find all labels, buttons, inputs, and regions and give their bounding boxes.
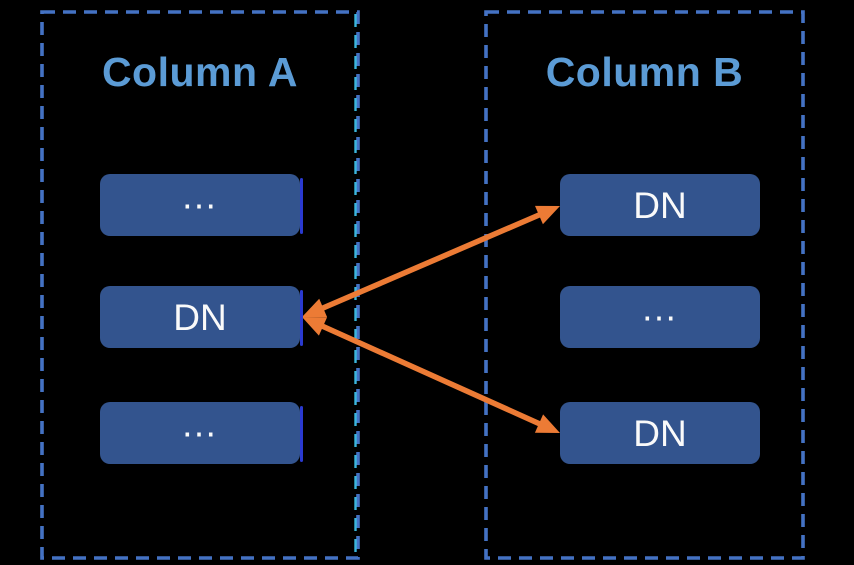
column-b-box-ellipsis-middle: …	[560, 286, 760, 348]
column-a-box-dn: DN	[100, 286, 303, 348]
arrow-a-dn-to-b-dn-top	[302, 205, 560, 318]
arrowhead-right-icon	[535, 205, 560, 225]
box-label: DN	[173, 296, 227, 338]
column-b-dashed-frame	[484, 10, 805, 560]
column-a-title: Column A	[101, 49, 299, 95]
box-label: …	[180, 174, 220, 216]
arrowhead-right-icon	[534, 414, 560, 433]
column-a-dashed-frame	[40, 10, 360, 560]
arrow-line	[318, 322, 544, 428]
column-b-title: Column B	[545, 49, 744, 95]
box-label: …	[640, 286, 680, 328]
arrowhead-left-icon	[302, 317, 328, 336]
column-b-box-dn-bottom: DN	[560, 402, 760, 464]
arrow-line	[318, 210, 544, 313]
box-label: DN	[633, 184, 687, 226]
arrow-a-dn-to-b-dn-bottom	[302, 317, 560, 433]
column-a-box-ellipsis-bottom: …	[100, 402, 303, 464]
box-label: …	[180, 402, 220, 444]
column-b-box-dn-top: DN	[560, 174, 760, 236]
arrowhead-left-icon	[302, 298, 328, 318]
box-label: DN	[633, 412, 687, 454]
column-a-box-ellipsis-top: …	[100, 174, 303, 236]
